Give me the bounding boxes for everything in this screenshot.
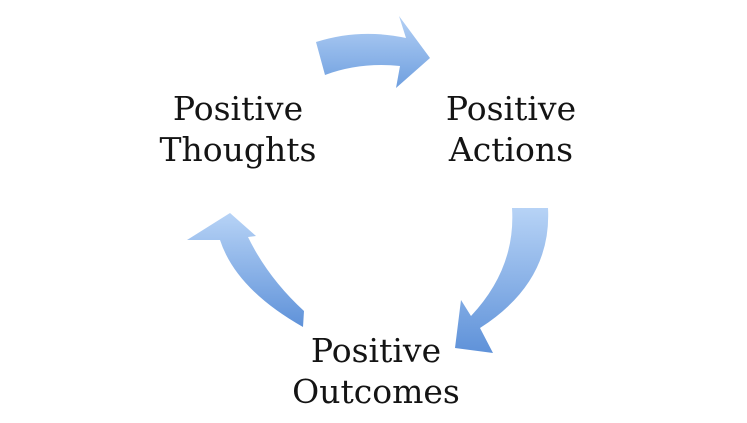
- arrow-thoughts-to-actions: [316, 16, 430, 88]
- node-positive-outcomes: Positive Outcomes: [281, 330, 471, 412]
- arrow-actions-to-outcomes: [455, 208, 549, 353]
- node-outcomes-line2: Outcomes: [292, 372, 460, 411]
- node-actions-line2: Actions: [448, 130, 574, 169]
- node-positive-thoughts: Positive Thoughts: [148, 88, 328, 170]
- node-positive-actions: Positive Actions: [421, 88, 601, 170]
- node-thoughts-line1: Positive: [172, 89, 304, 128]
- arrow-outcomes-to-thoughts: [187, 213, 304, 327]
- node-thoughts-line2: Thoughts: [159, 130, 317, 169]
- node-actions-line1: Positive: [445, 89, 577, 128]
- node-outcomes-line1: Positive: [310, 331, 442, 370]
